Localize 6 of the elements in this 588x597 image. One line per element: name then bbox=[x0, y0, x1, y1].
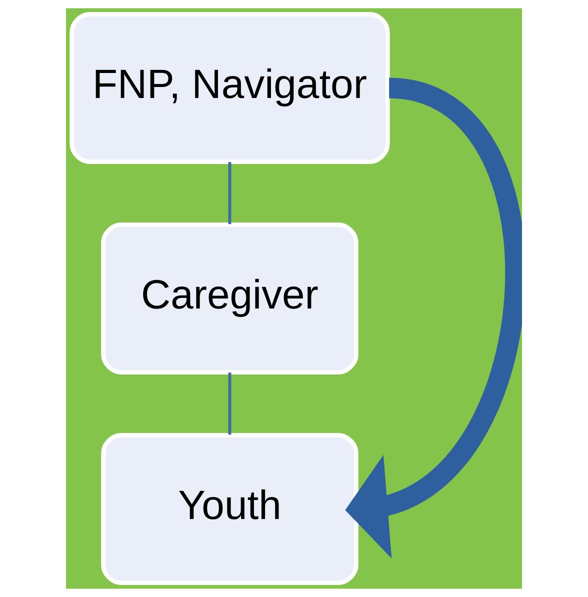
connector bbox=[228, 372, 232, 435]
arrow bbox=[345, 78, 522, 559]
connector bbox=[228, 162, 232, 224]
node-box: Caregiver bbox=[101, 222, 358, 375]
node-box: FNP, Navigator bbox=[70, 12, 390, 164]
node-box: Youth bbox=[101, 433, 358, 586]
